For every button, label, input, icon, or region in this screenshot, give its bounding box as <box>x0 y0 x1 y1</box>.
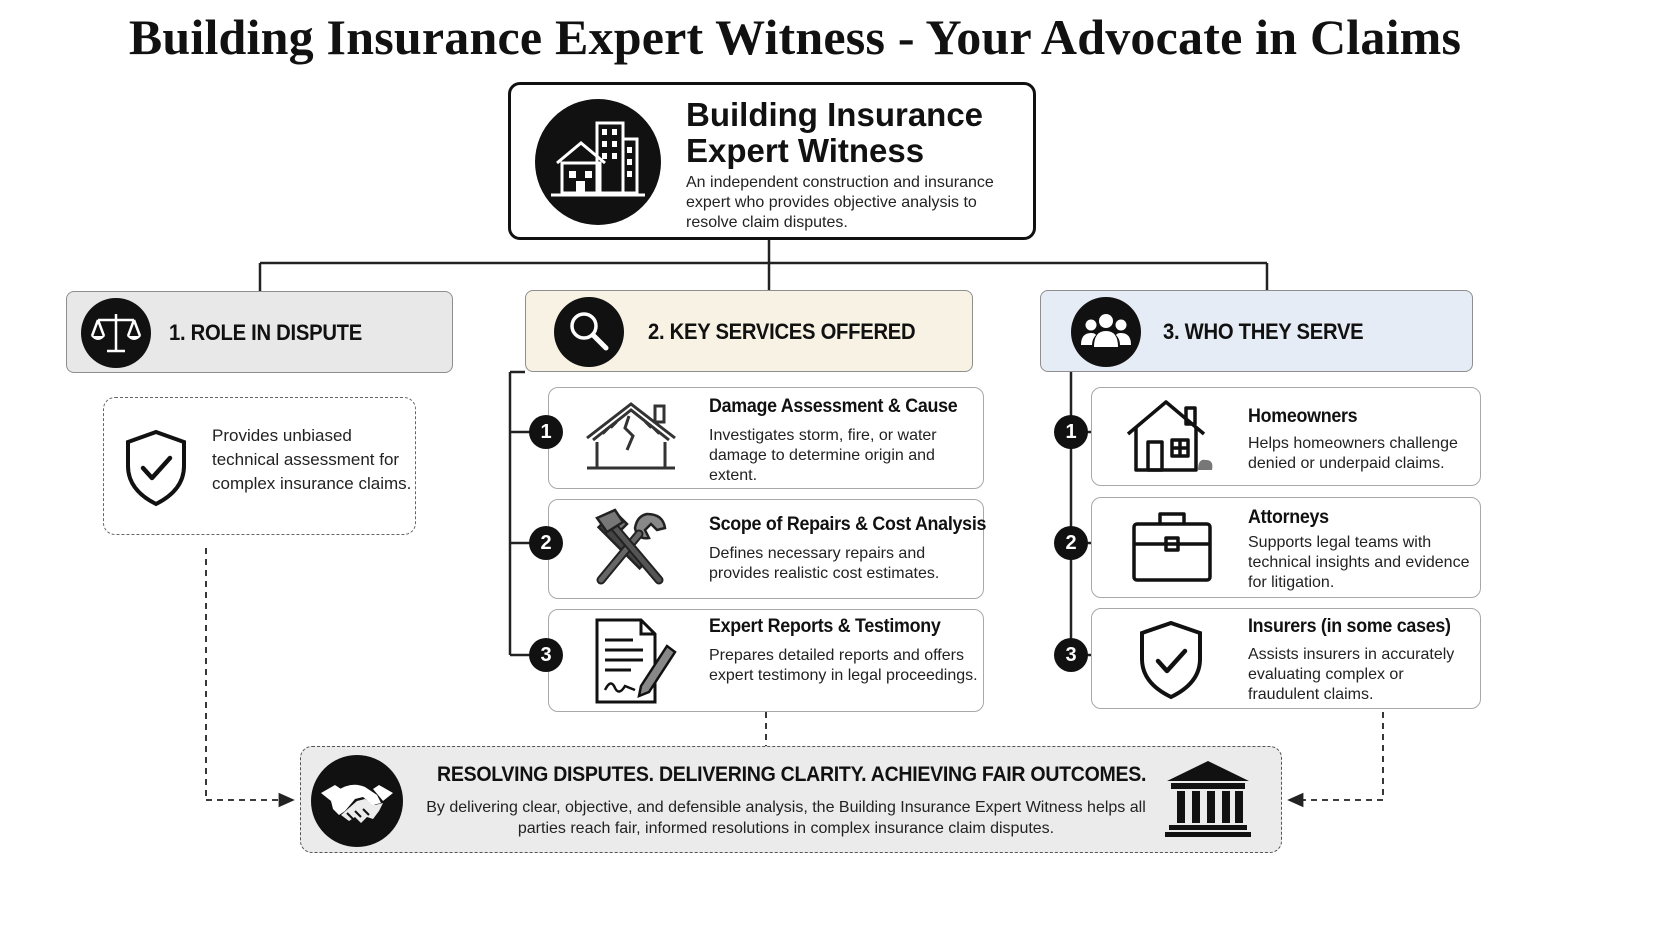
category-role-label: 1. ROLE IN DISPUTE RESOLUTION <box>169 320 362 427</box>
role-description-box: Provides unbiased technical assessment f… <box>103 397 416 535</box>
service-title: Expert Reports & Testimony <box>709 616 941 637</box>
service-number-badge: 2 <box>529 526 563 560</box>
service-title: Damage Assessment & Cause <box>709 396 958 417</box>
audience-title: Attorneys <box>1248 507 1329 528</box>
people-icon <box>1071 297 1141 367</box>
shield-check-icon <box>126 429 186 507</box>
audience-number-badge: 2 <box>1054 526 1088 560</box>
audience-number-badge: 3 <box>1054 638 1088 672</box>
service-card: Damage Assessment & Cause Investigates s… <box>548 387 984 489</box>
page-title: Building Insurance Expert Witness - Your… <box>128 9 1462 65</box>
central-node: Building Insurance Expert Witness An ind… <box>508 82 1036 240</box>
audience-description: Supports legal teams with technical insi… <box>1248 534 1470 591</box>
category-services-label: 2. KEY SERVICES OFFERED <box>648 319 916 344</box>
audience-description: Assists insurers in accurately evaluatin… <box>1248 646 1455 703</box>
service-title: Scope of Repairs & Cost Analysis <box>709 514 987 535</box>
damaged-house-icon <box>586 402 676 470</box>
audience-number-badge: 1 <box>1054 415 1088 449</box>
service-card: Expert Reports & Testimony Prepares deta… <box>548 609 984 712</box>
category-audience-label: 3. WHO THEY SERVE <box>1163 319 1364 344</box>
buildings-icon <box>535 99 661 225</box>
audience-card: Attorneys Supports legal teams with tech… <box>1091 497 1481 598</box>
service-number-badge: 1 <box>529 415 563 449</box>
audience-title: Homeowners <box>1248 406 1358 427</box>
document-pen-icon <box>595 618 677 704</box>
central-title: Building Insurance Expert Witness <box>686 97 983 169</box>
category-role-header: 1. ROLE IN DISPUTE RESOLUTION <box>66 291 453 427</box>
house-icon <box>1126 400 1213 472</box>
central-title-line1: Building Insurance <box>686 96 984 133</box>
hammer-wrench-icon <box>595 508 667 585</box>
shield-check-icon <box>1140 620 1202 700</box>
magnifier-icon <box>554 297 624 367</box>
service-description: Defines necessary repairs and provides r… <box>709 545 940 582</box>
central-title-line2: Expert Witness <box>686 132 925 169</box>
outcome-description: By delivering clear, objective, and defe… <box>426 799 1146 837</box>
service-description: Prepares detailed reports and offers exp… <box>709 647 978 684</box>
audience-card: Homeowners Helps homeowners challenge de… <box>1091 387 1481 486</box>
category-audience-header: 3. WHO THEY SERVE <box>1040 290 1473 372</box>
service-description: Investigates storm, fire, or water damag… <box>709 427 937 484</box>
briefcase-icon <box>1132 512 1212 582</box>
outcome-title: RESOLVING DISPUTES. DELIVERING CLARITY. … <box>437 763 1147 786</box>
courthouse-icon <box>1165 761 1251 837</box>
scales-icon <box>81 298 151 368</box>
outcome-banner: RESOLVING DISPUTES. DELIVERING CLARITY. … <box>300 746 1282 853</box>
audience-title: Insurers (in some cases) <box>1248 616 1451 637</box>
audience-card: Insurers (in some cases) Assists insurer… <box>1091 608 1481 709</box>
audience-description: Helps homeowners challenge denied or und… <box>1248 435 1458 472</box>
category-services-header: 2. KEY SERVICES OFFERED <box>525 290 973 372</box>
central-description: An independent construction and insuranc… <box>686 174 994 231</box>
handshake-icon <box>311 755 403 847</box>
service-card: Scope of Repairs & Cost Analysis Defines… <box>548 499 987 599</box>
role-text: Provides unbiased technical assessment f… <box>212 426 412 493</box>
service-number-badge: 3 <box>529 638 563 672</box>
